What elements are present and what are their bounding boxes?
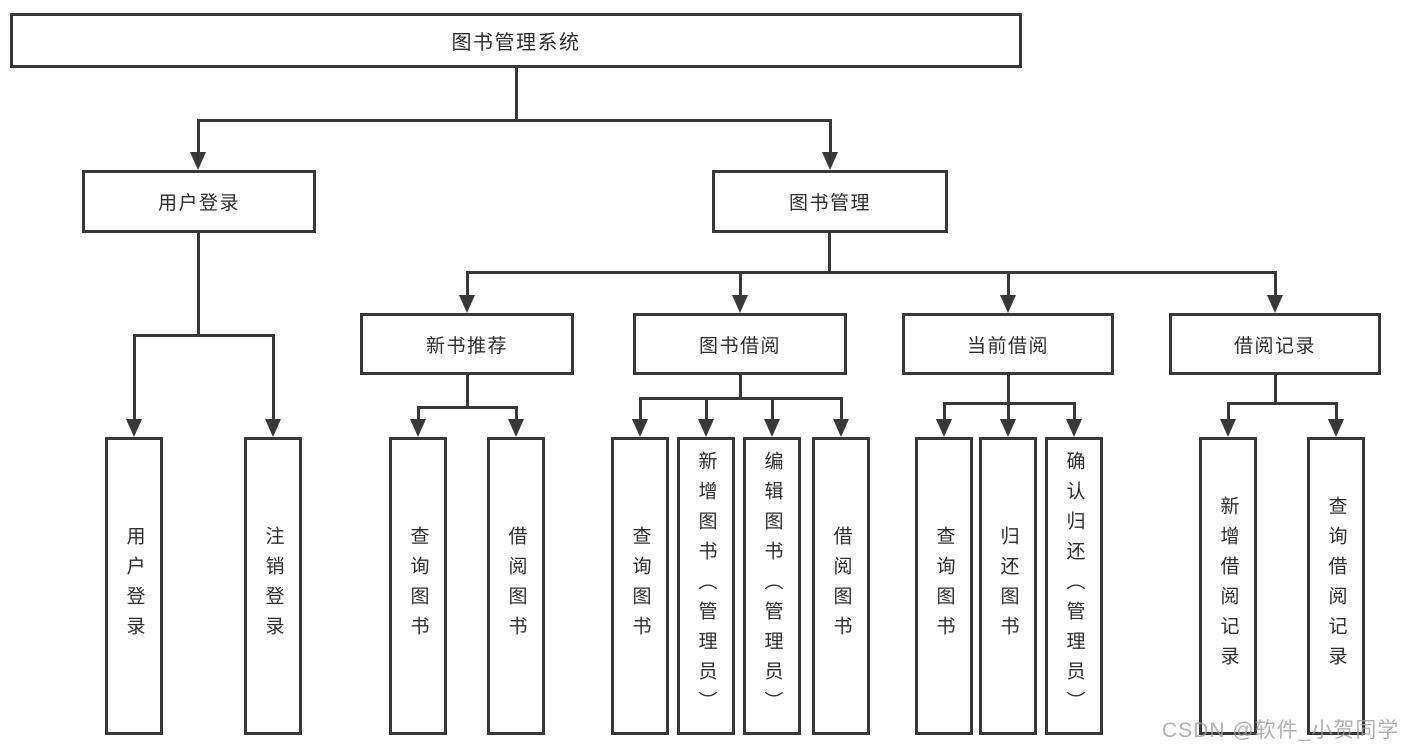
arrowhead-down-icon (1267, 295, 1283, 313)
leaf-return-books: 归还图书 (979, 437, 1037, 735)
leaf-query-borrow-record: 查询借阅记录 (1307, 437, 1365, 735)
leaf-label: 查询借阅记录 (1325, 496, 1347, 676)
leaf-user-login: 用户登录 (105, 437, 163, 735)
leaf-label: 新增借阅记录 (1217, 496, 1239, 676)
connector-vline (705, 397, 708, 420)
arrowhead-down-icon (190, 152, 206, 170)
leaf-add-borrow-record: 新增借阅记录 (1199, 437, 1257, 735)
arrowhead-down-icon (410, 419, 426, 437)
connector-vline (771, 397, 774, 420)
leaf-query-books-1: 查询图书 (389, 437, 447, 735)
connector-hline (133, 334, 274, 337)
leaf-label: 借阅图书 (505, 526, 527, 646)
arrowhead-down-icon (508, 419, 524, 437)
connector-vline (639, 397, 642, 420)
arrowhead-down-icon (265, 419, 281, 437)
connector-vline (197, 119, 200, 153)
leaf-borrow-books-2: 借阅图书 (812, 437, 870, 735)
leaf-label: 查询图书 (407, 526, 429, 646)
leaf-logout-login: 注销登录 (244, 437, 302, 735)
leaf-label: 借阅图书 (830, 526, 852, 646)
leaf-query-books-3: 查询图书 (915, 437, 973, 735)
arrowhead-down-icon (822, 152, 838, 170)
watermark: CSDN @软件_小贺同学 (1162, 719, 1400, 742)
node-label: 图书管理系统 (451, 32, 581, 54)
node-new-book-recommendation: 新书推荐 (360, 313, 574, 375)
arrowhead-down-icon (1066, 419, 1082, 437)
connector-vline (197, 233, 200, 336)
connector-vline (943, 402, 946, 420)
arrowhead-down-icon (698, 419, 714, 437)
node-label: 图书管理 (788, 193, 871, 214)
connector-vline (515, 406, 518, 420)
connector-vline (133, 334, 136, 420)
connector-vline (739, 271, 742, 296)
arrowhead-down-icon (632, 419, 648, 437)
leaf-label: 归还图书 (997, 526, 1019, 646)
node-book-borrowing: 图书借阅 (633, 313, 847, 375)
arrowhead-down-icon (732, 295, 748, 313)
leaf-label: 用户登录 (123, 526, 145, 646)
connector-vline (1274, 375, 1277, 404)
connector-vline (1073, 402, 1076, 420)
connector-vline (417, 406, 420, 420)
connector-vline (829, 119, 832, 153)
node-label: 新书推荐 (425, 335, 508, 357)
arrowhead-down-icon (126, 419, 142, 437)
connector-vline (828, 233, 831, 274)
leaf-label: 注销登录 (262, 526, 284, 646)
node-borrowing-records: 借阅记录 (1169, 313, 1381, 375)
leaf-borrow-books-1: 借阅图书 (487, 437, 545, 735)
connector-hline (639, 397, 842, 400)
leaf-label: 查询图书 (933, 526, 955, 646)
node-label: 图书借阅 (698, 335, 781, 357)
connector-hline (466, 271, 1276, 274)
leaf-confirm-return-admin: 确认归还（管理员） (1045, 437, 1103, 735)
leaf-edit-books-admin: 编辑图书（管理员） (743, 437, 801, 735)
connector-vline (1007, 375, 1010, 404)
node-current-borrowing: 当前借阅 (902, 313, 1114, 375)
connector-vline (1227, 402, 1230, 420)
leaf-query-books-2: 查询图书 (611, 437, 669, 735)
connector-vline (515, 68, 518, 121)
connector-vline (1007, 402, 1010, 420)
arrowhead-down-icon (833, 419, 849, 437)
leaf-add-books-admin: 新增图书（管理员） (677, 437, 735, 735)
arrowhead-down-icon (764, 419, 780, 437)
arrowhead-down-icon (1000, 295, 1016, 313)
connector-vline (1274, 271, 1277, 296)
node-label: 借阅记录 (1233, 335, 1316, 357)
connector-vline (1007, 271, 1010, 296)
arrowhead-down-icon (1328, 419, 1344, 437)
node-book-management: 图书管理 (712, 170, 948, 233)
arrowhead-down-icon (459, 295, 475, 313)
node-user-login: 用户登录 (82, 170, 316, 233)
connector-vline (466, 375, 469, 408)
connector-hline (417, 406, 517, 409)
connector-vline (466, 271, 469, 296)
connector-hline (1227, 402, 1337, 405)
node-label: 当前借阅 (966, 335, 1049, 357)
connector-vline (272, 334, 275, 420)
arrowhead-down-icon (1220, 419, 1236, 437)
leaf-label: 编辑图书（管理员） (761, 451, 783, 721)
connector-hline (197, 119, 831, 122)
connector-vline (840, 397, 843, 420)
arrowhead-down-icon (936, 419, 952, 437)
node-library-management-system: 图书管理系统 (10, 13, 1022, 68)
connector-vline (739, 375, 742, 399)
leaf-label: 查询图书 (629, 526, 651, 646)
node-label: 用户登录 (157, 193, 240, 214)
leaf-label: 新增图书（管理员） (695, 451, 717, 721)
leaf-label: 确认归还（管理员） (1063, 451, 1085, 721)
connector-vline (1335, 402, 1338, 420)
arrowhead-down-icon (1000, 419, 1016, 437)
